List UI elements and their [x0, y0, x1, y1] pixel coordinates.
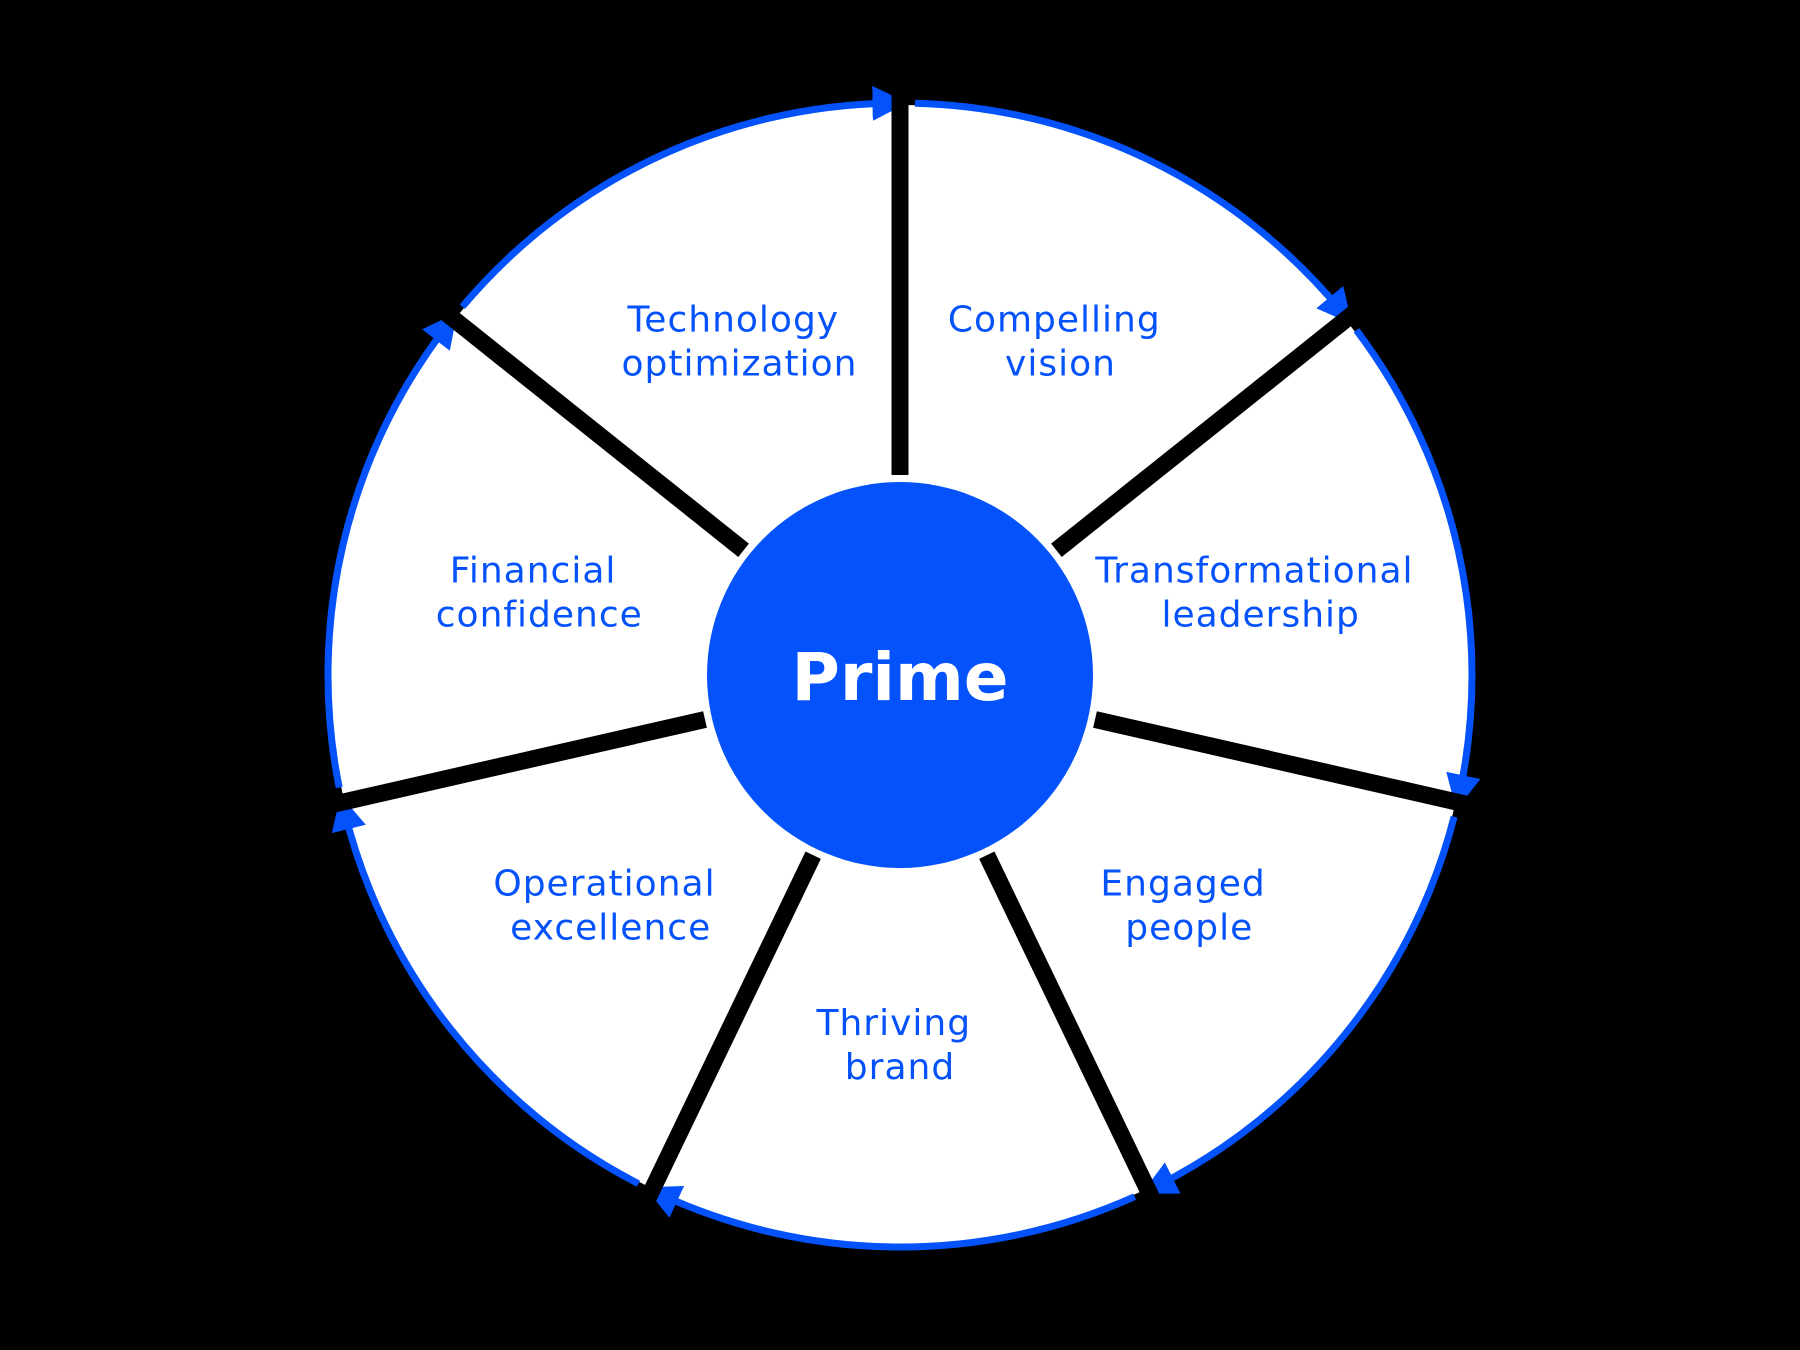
segment-label-5-line-1: Operational: [493, 864, 715, 905]
segment-label-1: Compelling vision: [948, 300, 1173, 385]
segment-label-3-line-1: Engaged: [1100, 864, 1265, 905]
segment-label-2-line-2: leadership: [1161, 595, 1359, 636]
segment-label-1-line-2: vision: [1005, 344, 1116, 385]
divider-6: [324, 711, 707, 815]
outer-arcs-layer: [324, 85, 1481, 1251]
segment-label-4: Thriving brand: [815, 1003, 983, 1088]
outer-arc-5: [331, 795, 641, 1187]
segment-label-6-line-1: Financial: [450, 551, 617, 592]
segment-label-2-line-1: Transformational: [1094, 551, 1413, 592]
segment-label-5-line-2: excellence: [510, 908, 711, 949]
outer-arc-1: [914, 99, 1353, 325]
segment-label-6: Financial confidence: [436, 551, 643, 636]
outer-arc-2: [1353, 328, 1481, 810]
outer-arc-7: [459, 85, 908, 310]
center-label: Prime: [791, 639, 1008, 716]
segment-label-6-line-2: confidence: [436, 595, 643, 636]
segment-label-1-line-1: Compelling: [948, 300, 1161, 341]
outer-arc-4: [644, 1186, 1137, 1251]
segment-label-7-line-2: optimization: [622, 344, 858, 385]
segment-label-7-line-1: Technology: [626, 300, 839, 341]
segment-label-4-line-2: brand: [845, 1047, 955, 1088]
divider-5: [637, 851, 821, 1209]
center-hub[interactable]: [707, 482, 1093, 868]
segment-label-3: Engaged people: [1100, 864, 1278, 949]
segment-4[interactable]: [652, 675, 1148, 1246]
segment-label-7: Technology optimization: [622, 300, 858, 385]
segment-label-5: Operational excellence: [493, 864, 728, 949]
divider-2: [1051, 301, 1365, 557]
outer-arc-3: [1141, 815, 1458, 1194]
segment-label-4-line-1: Thriving: [815, 1003, 971, 1044]
divider-7: [434, 301, 749, 557]
outer-arc-6: [324, 312, 458, 789]
divider-4: [979, 851, 1163, 1209]
segment-label-3-line-2: people: [1125, 908, 1253, 949]
segment-label-2: Transformational leadership: [1094, 551, 1426, 636]
dividers-layer: [324, 87, 1476, 1209]
divider-3: [1093, 711, 1476, 815]
segment-labels-layer: Compelling vision Transformational leade…: [436, 300, 1426, 1088]
